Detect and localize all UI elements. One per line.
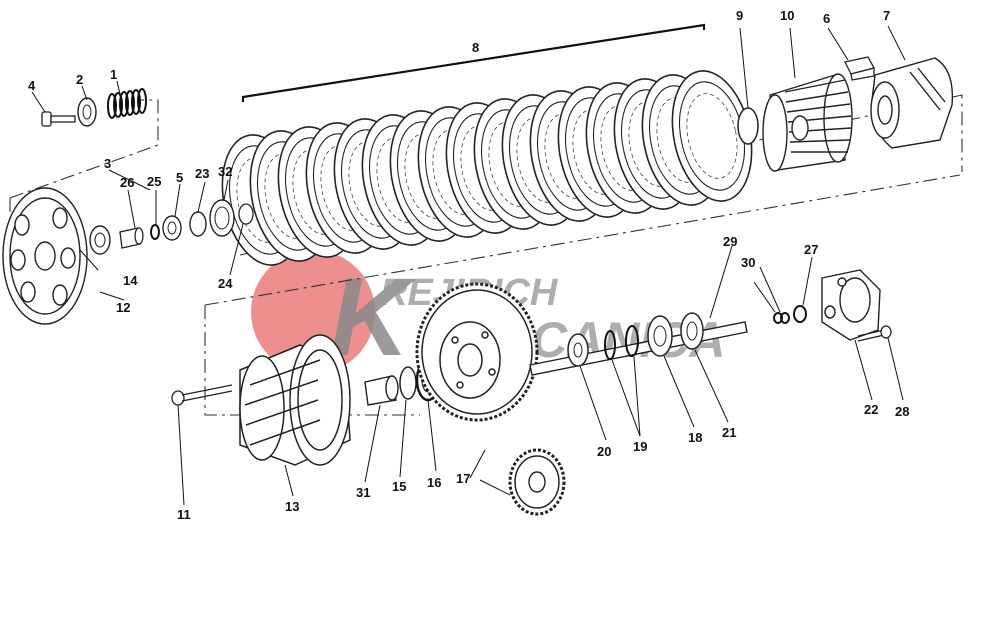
part-1-spring [107,88,147,119]
callout-22: 22 [864,402,878,417]
part-32-ring [209,199,235,237]
callout-30: 30 [741,255,755,270]
callout-9: 9 [736,8,743,23]
callout-27: 27 [804,242,818,257]
callout-20: 20 [597,444,611,459]
part-10-clutch-hub [762,73,853,172]
part-27-oring [793,305,807,323]
callout-1: 1 [110,67,117,82]
callout-7: 7 [883,8,890,23]
part-22-slave-cylinder [821,269,881,341]
part-20-collar [567,333,589,367]
callout-15: 15 [392,479,406,494]
part-17-pinion [508,448,566,516]
part-6-pad [844,56,875,81]
part-30-orings [773,312,790,324]
part-19-circlip-b [625,325,639,357]
callout-12: 12 [116,300,130,315]
disc-pack-bracket [241,23,706,102]
callout-29: 29 [723,234,737,249]
part-7-cover [870,57,954,149]
callout-14: 14 [123,273,138,288]
part-25-oring [150,224,160,240]
callout-28: 28 [895,404,909,419]
part-13-clutch-basket [239,334,351,466]
callout-6: 6 [823,11,830,26]
part-11-bolt [171,384,233,406]
callout-32: 32 [218,164,232,179]
part-9-washer [737,107,759,145]
callout-10: 10 [780,8,794,23]
callout-26: 26 [120,175,134,190]
clutch-disc-pack [210,62,764,274]
part-14-bearing [89,225,111,255]
callout-8: 8 [472,40,479,55]
callout-13: 13 [285,499,299,514]
part-3-pressure-plate [2,187,88,325]
part-5-nut [162,215,182,241]
part-26-pushrod [119,227,144,249]
callout-2: 2 [76,72,83,87]
callout-19: 19 [633,439,647,454]
callout-11: 11 [177,507,191,522]
part-21-bearing [680,312,704,350]
callout-18: 18 [688,430,702,445]
callout-16: 16 [427,475,441,490]
callout-3: 3 [104,156,111,171]
callout-17: 17 [456,471,470,486]
callout-21: 21 [722,425,736,440]
part-31-sleeve [364,375,399,406]
part-4-screw [41,111,76,127]
part-24-spacer [238,203,254,225]
part-2-washer [77,97,97,127]
part-15-bearing [399,366,417,400]
callout-31: 31 [356,485,370,500]
part-19-circlip-a [604,330,616,360]
part-28-screw [857,325,892,342]
callout-24: 24 [218,276,233,291]
callouts: 1 2 3 4 5 6 7 8 9 10 11 12 13 14 15 16 1… [28,8,909,522]
part-18-bearing [647,315,673,357]
callout-4: 4 [28,78,36,93]
part-23-washer [189,211,207,237]
callout-25: 25 [147,174,161,189]
callout-5: 5 [176,170,183,185]
part-17-primary-gear [415,282,539,422]
callout-23: 23 [195,166,209,181]
leader-lines [31,25,906,506]
